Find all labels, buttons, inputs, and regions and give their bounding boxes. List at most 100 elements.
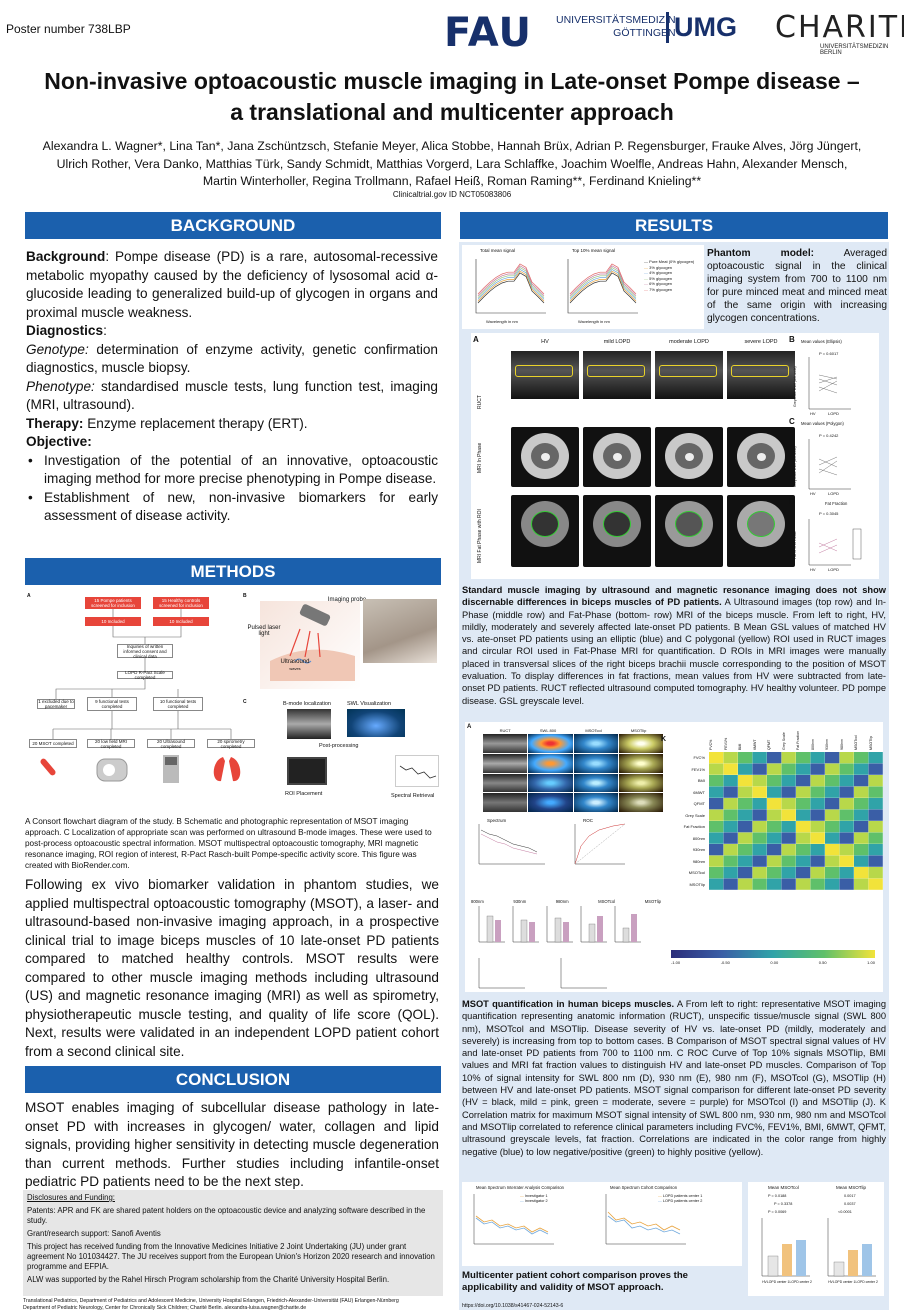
heatmap-cell bbox=[781, 867, 796, 879]
fig3-col-label: MSOTcol bbox=[585, 728, 602, 733]
panel-a-label: A bbox=[27, 593, 31, 599]
heatmap-cell bbox=[796, 786, 811, 798]
heatmap-cell bbox=[709, 844, 724, 856]
heatmap-cell bbox=[781, 809, 796, 821]
authors: Alexandra L. Wagner*, Lina Tan*, Jana Zs… bbox=[30, 138, 874, 191]
heatmap-cell bbox=[767, 832, 782, 844]
authors-line1: Alexandra L. Wagner*, Lina Tan*, Jana Zs… bbox=[42, 139, 862, 153]
phantom-charts bbox=[475, 259, 638, 314]
ultrasound-machine-icon bbox=[163, 755, 179, 783]
heatmap-cell bbox=[796, 821, 811, 833]
title-line2: a translational and multicenter approach bbox=[230, 99, 674, 125]
multi-xlabel: HV bbox=[762, 1280, 767, 1284]
legend-entry: — 6% glycogen bbox=[644, 281, 673, 286]
heatmap-cell bbox=[825, 878, 840, 890]
doi-link[interactable]: https://doi.org/10.1038/s41467-024-52143… bbox=[462, 1303, 564, 1309]
flow-mri: 20 low field MRI completed bbox=[87, 739, 135, 749]
heatmap-cell bbox=[854, 821, 869, 833]
heatmap-cell bbox=[854, 798, 869, 810]
phantom-series-line bbox=[477, 263, 545, 295]
flow-excluded: 1 excluded due to pacemaker bbox=[37, 699, 75, 709]
heatmap-cell bbox=[810, 878, 825, 890]
fig3-column-labels: RUCT SWL 800 MSOTcol MSOTlip bbox=[485, 728, 661, 733]
fig2-xlabel-lopd: LOPD bbox=[828, 411, 839, 416]
heatmap-cell bbox=[738, 832, 753, 844]
heatmap-cell bbox=[810, 763, 825, 775]
heatmap-cell bbox=[839, 763, 854, 775]
fig3-a-label: A bbox=[467, 724, 472, 730]
heatmap-cell bbox=[796, 878, 811, 890]
heatmap-cell bbox=[767, 821, 782, 833]
heatmap-cell bbox=[868, 752, 883, 764]
col-mild: mild LOPD bbox=[603, 339, 631, 345]
legend-entry: — 5% glycogen bbox=[644, 275, 673, 281]
heatmap-cell bbox=[709, 855, 724, 867]
heatmap-scale: -1.00 -0.50 0.00 0.50 1.00 bbox=[671, 960, 875, 965]
bar-panel-title: 930nm bbox=[513, 899, 527, 904]
heatmap-cell bbox=[709, 798, 724, 810]
heatmap-cell bbox=[868, 855, 883, 867]
heatmap-cell bbox=[738, 752, 753, 764]
heatmap-cell bbox=[767, 786, 782, 798]
bar-panel-title: MSOTcol bbox=[598, 899, 616, 904]
bg-label: Background bbox=[26, 249, 106, 264]
disclosure-item: ALW was supported by the Rahel Hirsch Pr… bbox=[27, 1275, 390, 1284]
heatmap-cell bbox=[854, 763, 869, 775]
heatmap-cell bbox=[781, 786, 796, 798]
heatmap-cell bbox=[738, 844, 753, 856]
fig3-col-label: RUCT bbox=[499, 728, 511, 733]
multi-p5: 0.0037 bbox=[844, 1202, 856, 1206]
footer-line: Translational Pediatrics, Department of … bbox=[23, 1298, 399, 1304]
scale-tick: 0.00 bbox=[770, 960, 779, 965]
mri-scanner-icon bbox=[96, 758, 128, 782]
heatmap-cell bbox=[825, 855, 840, 867]
heatmap-cell bbox=[752, 878, 767, 890]
caption3-bold: MSOT quantification in human biceps musc… bbox=[462, 999, 675, 1009]
mri-fat-hv bbox=[511, 495, 579, 567]
multi-p3: P = 0.0069 bbox=[768, 1210, 787, 1214]
heatmap-cell bbox=[723, 844, 738, 856]
lungs-icon bbox=[213, 757, 241, 782]
flow-lopd-screen: 15 Pompe patients screened for inclusion bbox=[85, 597, 141, 609]
fig2-c-p: P = 0.4242 bbox=[819, 433, 839, 438]
multi-p1: P = 0.0188 bbox=[768, 1194, 787, 1198]
msot-caption: MSOT quantification in human biceps musc… bbox=[462, 998, 886, 1158]
heatmap-cell bbox=[709, 775, 724, 787]
ruct-image-severe bbox=[727, 351, 795, 399]
conclusion-text: MSOT enables imaging of subcellular dise… bbox=[25, 1100, 439, 1189]
heatmap-cell bbox=[738, 855, 753, 867]
heatmap-cell bbox=[781, 832, 796, 844]
heatmap-cell bbox=[723, 878, 738, 890]
heatmap-col-label: FEV1% bbox=[723, 737, 728, 750]
heatmap-cell bbox=[839, 775, 854, 787]
flowchart-connectors bbox=[40, 609, 241, 783]
heatmap-cell bbox=[738, 878, 753, 890]
heatmap-cell bbox=[738, 821, 753, 833]
heatmap-cell bbox=[810, 844, 825, 856]
phantom-series-line bbox=[569, 272, 637, 304]
heatmap-cell bbox=[839, 752, 854, 764]
heatmap-cell bbox=[854, 786, 869, 798]
ultrasound-label: Ultrasound bbox=[280, 659, 310, 665]
mri-in-severe bbox=[727, 427, 795, 487]
heatmap-cell bbox=[723, 752, 738, 764]
swl-image bbox=[347, 709, 405, 737]
heatmap-cell bbox=[868, 786, 883, 798]
authors-line2: Ulrich Rother, Vera Danko, Matthias Türk… bbox=[56, 156, 848, 171]
heatmap-cell bbox=[796, 867, 811, 879]
heatmap-cell bbox=[868, 775, 883, 787]
fig2-d-title: Fat Fraction bbox=[825, 501, 848, 506]
flow-msot: 20 MSOT completed bbox=[29, 739, 77, 748]
poster-title: Non-invasive optoacoustic muscle imaging… bbox=[30, 66, 874, 128]
fig2-c-label: C bbox=[789, 417, 795, 426]
heatmap-cell bbox=[738, 763, 753, 775]
phantom-title: Phantom model: bbox=[707, 248, 815, 259]
bmode-image bbox=[287, 709, 331, 739]
thermometer-icon bbox=[40, 758, 56, 776]
heatmap-cell bbox=[810, 809, 825, 821]
heatmap-cell bbox=[868, 832, 883, 844]
phantom-series-line bbox=[477, 265, 545, 297]
bar-panel-titles: 800nm 930nm 980nm MSOTcol MSOTlip bbox=[471, 899, 661, 904]
heatmap-cell bbox=[781, 844, 796, 856]
caption2-text: A Ultrasound images (top row) and In-Pha… bbox=[462, 597, 886, 706]
